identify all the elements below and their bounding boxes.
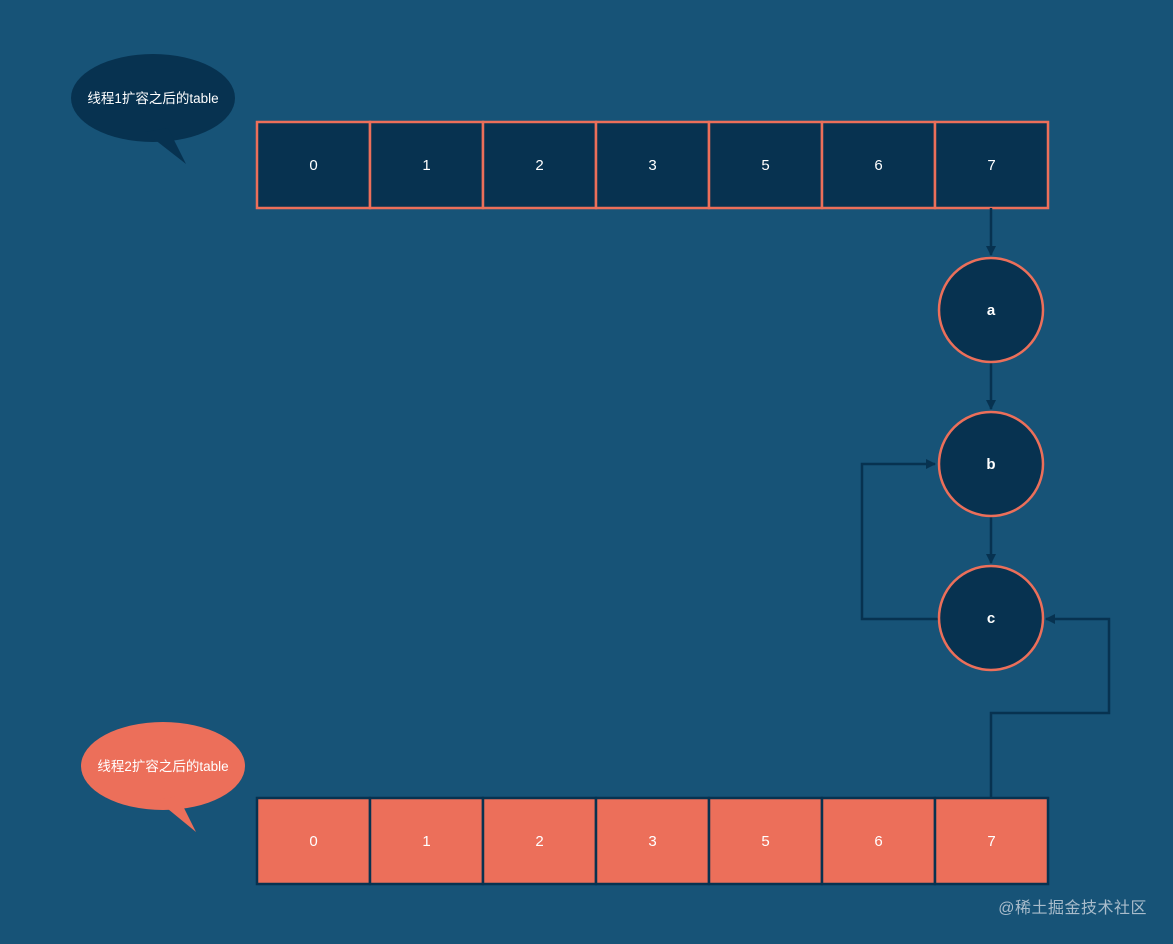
table2-slot-label: 0 [309, 833, 317, 850]
node-a: a [937, 256, 1045, 364]
table2-slot-3: 3 [594, 796, 711, 886]
table1-slot-label: 2 [535, 157, 543, 174]
table2-slot-box [368, 796, 485, 886]
thread1-bubble: 线程1扩容之后的table [71, 54, 235, 164]
table1-slot-label: 5 [761, 157, 769, 174]
node-c-label: c [987, 610, 995, 627]
table2-slot-label: 7 [987, 833, 995, 850]
table1-slot-3: 3 [594, 120, 711, 210]
table2-slot-label: 2 [535, 833, 543, 850]
thread1-table: 0 1 2 3 5 6 7 [255, 120, 1050, 210]
table1-slot-label: 7 [987, 157, 995, 174]
node-a-circle [937, 256, 1045, 364]
table2-slot-5: 5 [707, 796, 824, 886]
table1-slot-6: 6 [820, 120, 937, 210]
table2-slot-box [933, 796, 1050, 886]
table1-slot-1: 1 [368, 120, 485, 210]
node-a-label: a [987, 302, 996, 319]
thread2-bubble: 线程2扩容之后的table [81, 722, 245, 832]
table1-slot-box [368, 120, 485, 210]
thread1-bubble-label: 线程1扩容之后的table [87, 90, 218, 106]
table1-slot-0: 0 [255, 120, 372, 210]
table2-slot-box [255, 796, 372, 886]
table2-slot-box [707, 796, 824, 886]
table1-slot-label: 1 [422, 157, 430, 174]
table2-slot-label: 6 [874, 833, 882, 850]
table2-slot-box [820, 796, 937, 886]
table1-slot-label: 6 [874, 157, 882, 174]
node-b: b [937, 410, 1045, 518]
node-c: c [937, 564, 1045, 672]
table2-slot-label: 3 [648, 833, 656, 850]
table1-slot-7: 7 [933, 120, 1050, 210]
thread2-bubble-label: 线程2扩容之后的table [97, 758, 228, 774]
watermark: @稀土掘金技术社区 [998, 900, 1147, 917]
thread1-bubble-body [71, 54, 235, 142]
thread1-bubble-tail [145, 128, 186, 164]
table1-slot-box [933, 120, 1050, 210]
table1-slot-5: 5 [707, 120, 824, 210]
table2-slot-label: 5 [761, 833, 769, 850]
table1-slot-2: 2 [481, 120, 598, 210]
table2-slot-1: 1 [368, 796, 485, 886]
table2-slot-7: 7 [933, 796, 1050, 886]
table2-slot-box [481, 796, 598, 886]
node-c-circle [937, 564, 1045, 672]
arrow-table2-slot7-to-c [989, 614, 1111, 798]
thread2-bubble-body [81, 722, 245, 810]
table2-slot-2: 2 [481, 796, 598, 886]
table2-slot-label: 1 [422, 833, 430, 850]
thread2-bubble-tail [157, 796, 196, 832]
table1-slot-label: 3 [648, 157, 656, 174]
node-b-label: b [986, 456, 995, 473]
table2-slot-0: 0 [255, 796, 372, 886]
table1-slot-label: 0 [309, 157, 317, 174]
node-b-circle [937, 410, 1045, 518]
thread2-table: 0 1 2 3 5 6 7 [255, 796, 1050, 886]
arrow-c-to-b-loop [860, 459, 939, 621]
table2-slot-6: 6 [820, 796, 937, 886]
table1-slot-box [255, 120, 372, 210]
